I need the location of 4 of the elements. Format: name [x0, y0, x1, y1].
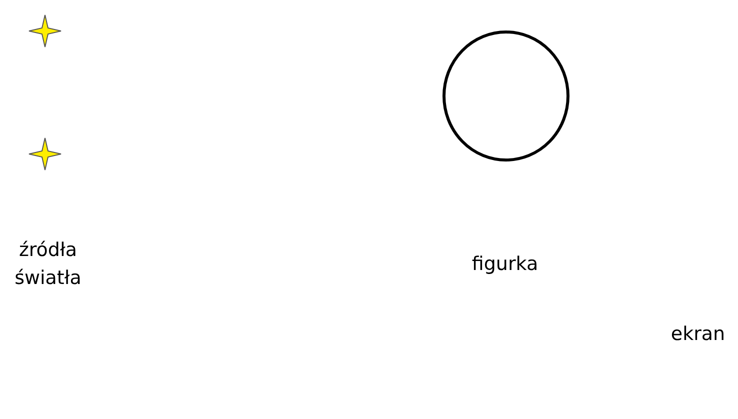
light-sources-label: źródła światła — [14, 238, 82, 291]
figure-label: figurka — [470, 252, 540, 277]
figure-circle — [441, 29, 571, 163]
screen-label: ekran — [670, 322, 726, 347]
